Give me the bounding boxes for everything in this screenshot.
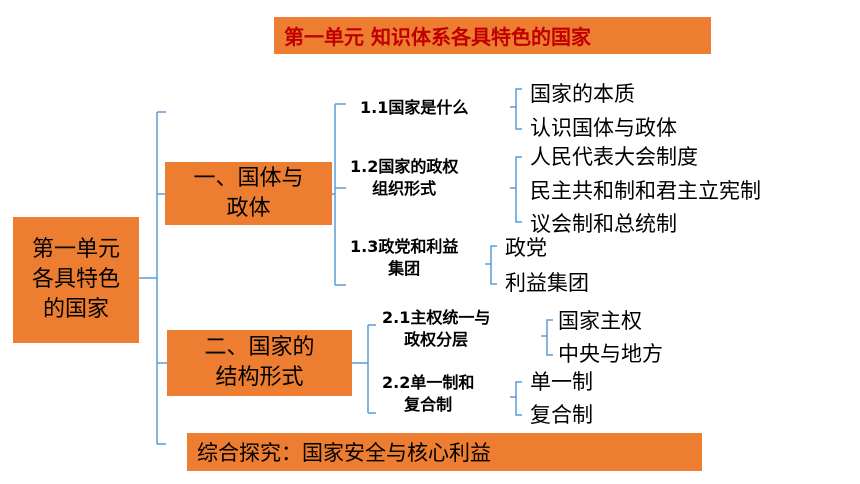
root-node-line1: 第一单元 [31, 237, 120, 262]
sub-node-1-3-line2: 集团 [388, 259, 421, 278]
leaf-item: 中央与地方 [558, 342, 663, 366]
branch-node-2: 二、国家的 结构形式 [167, 330, 352, 396]
branch-node-2-line2: 结构形式 [215, 365, 304, 390]
root-node: 第一单元 各具特色 的国家 [13, 217, 139, 343]
leaf-item: 利益集团 [505, 271, 589, 295]
sub-node-1-1: 1.1国家是什么 [360, 97, 468, 119]
leaf-item: 单一制 [530, 370, 593, 394]
sub-node-2-2-line2: 复合制 [404, 395, 453, 414]
leaf-item: 国家的本质 [530, 82, 635, 106]
sub-node-1-3-line1: 1.3政党和利益 [350, 237, 459, 256]
branch-node-1-line2: 政体 [226, 195, 271, 221]
leaf-item: 政党 [505, 236, 547, 260]
root-node-line3: 的国家 [42, 297, 109, 322]
leaf-item: 国家主权 [558, 309, 642, 333]
branch-node-2-line1: 二、国家的 [204, 335, 315, 360]
leaf-item: 人民代表大会制度 [530, 145, 698, 169]
sub-node-1-3: 1.3政党和利益 集团 [350, 236, 458, 280]
bottom-banner: 综合探究：国家安全与核心利益 [187, 433, 702, 471]
sub-node-1-2-line2: 组织形式 [372, 179, 437, 198]
sub-node-2-1-line1: 2.1主权统一与 [382, 308, 491, 327]
leaf-item: 民主共和制和君主立宪制 [530, 179, 761, 203]
sub-node-2-2-line1: 2.2单一制和 [382, 373, 475, 392]
page-title: 第一单元 知识体系各具特色的国家 [274, 17, 711, 54]
sub-node-2-1-line2: 政权分层 [404, 330, 469, 349]
branch-node-1-line1: 一、国体与 [193, 165, 304, 191]
sub-node-1-2: 1.2国家的政权 组织形式 [350, 156, 458, 200]
branch-node-1: 一、国体与 政体 [165, 162, 332, 225]
root-node-line2: 各具特色 [31, 267, 120, 292]
sub-node-1-1-line1: 1.1国家是什么 [360, 98, 469, 117]
sub-node-2-1: 2.1主权统一与 政权分层 [382, 307, 490, 351]
sub-node-2-2: 2.2单一制和 复合制 [382, 372, 474, 416]
sub-node-1-2-line1: 1.2国家的政权 [350, 157, 459, 176]
leaf-item: 议会制和总统制 [530, 212, 677, 236]
leaf-item: 复合制 [530, 403, 593, 427]
leaf-item: 认识国体与政体 [530, 116, 677, 140]
